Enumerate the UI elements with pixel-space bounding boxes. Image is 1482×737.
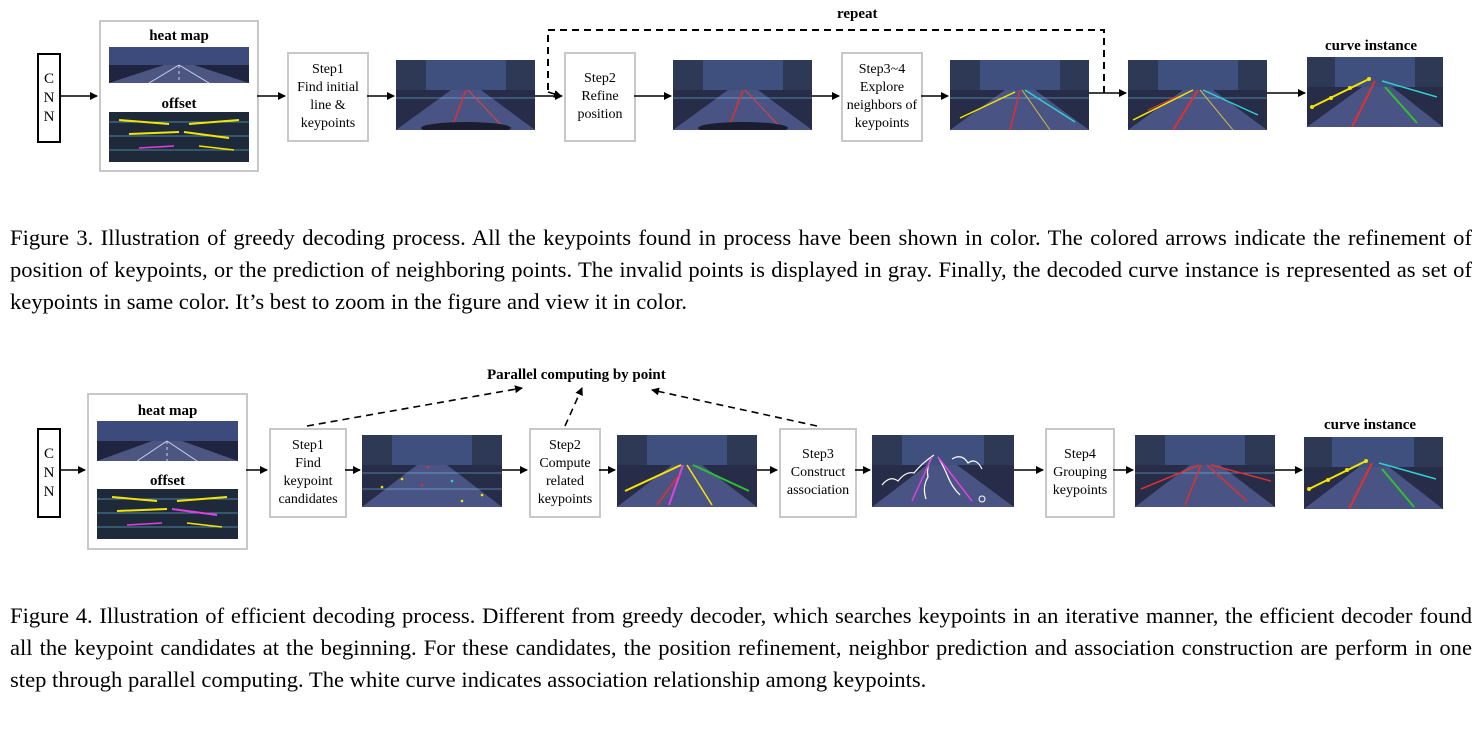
fig4-step3-box: Step3 Construct association: [779, 428, 857, 518]
fig3-curve-instance-label: curve instance: [1325, 38, 1418, 54]
fig4-step1-line: Step1: [292, 438, 324, 453]
fig3-offset-image: [109, 112, 249, 162]
fig3-step2-line: position: [577, 107, 623, 122]
fig4-step2-line: Step2: [549, 438, 581, 453]
fig3-step34-box: Step3~4 Explore neighbors of keypoints: [841, 52, 923, 142]
fig4-offset-image: [97, 489, 238, 539]
fig3-caption: Figure 3. Illustration of greedy decodin…: [10, 225, 1472, 314]
fig4-step4-line: Step4: [1064, 447, 1096, 462]
fig4-parallel-arrow: [651, 387, 818, 427]
fig3-step34-line: Explore: [859, 80, 905, 95]
fig4-heat-map-image: [97, 421, 238, 461]
fig3-output-panel: heat map offset: [99, 20, 259, 172]
fig3-step2-box: Step2 Refine position: [564, 52, 636, 142]
fig3-cnn-letter: C: [43, 70, 54, 87]
fig4-offset-label: offset: [150, 473, 185, 489]
fig4-heat-map-label: heat map: [137, 403, 198, 419]
fig3-curve-instance-image: [1307, 57, 1443, 127]
fig3-heat-map-label: heat map: [149, 28, 209, 44]
fig3-step34-line: Step3~4: [858, 62, 906, 77]
fig3-step2-line: Step2: [584, 71, 616, 86]
fig4-cnn-letter: N: [43, 483, 55, 500]
fig3-step34-line: keypoints: [854, 116, 910, 131]
fig3-repeat-label: repeat: [837, 6, 878, 22]
fig4-curve-instance-image: [1304, 437, 1443, 509]
fig4-caption: Figure 4. Illustration of efficient deco…: [10, 603, 1472, 692]
fig4-road-image-1: [362, 435, 502, 507]
fig4-road-image-2: [617, 435, 757, 507]
fig3-step1-box: Step1 Find initial line & keypoints: [287, 52, 369, 142]
fig3-offset-label: offset: [161, 96, 197, 112]
fig4-cnn-letter: N: [43, 464, 55, 481]
fig4-step4-box: Step4 Grouping keypoints: [1045, 428, 1115, 518]
fig4-output-panel: heat map offset: [87, 393, 248, 550]
fig3-road-image-3: [950, 60, 1089, 130]
fig4-step3-line: Construct: [790, 465, 846, 480]
fig4-step4-line: keypoints: [1052, 483, 1108, 498]
fig4-step1-box: Step1 Find keypoint candidates: [269, 428, 347, 518]
fig4-road-image-3: [872, 435, 1014, 507]
fig3-step34-line: neighbors of: [846, 98, 918, 113]
fig3-repeat-arrow: [547, 90, 562, 98]
fig3-cnn-letter: N: [43, 89, 55, 106]
fig3-step1-line: line &: [310, 98, 346, 113]
fig4-parallel-arrow: [564, 387, 583, 427]
fig3-step1-line: Step1: [312, 62, 344, 77]
fig4-step1-line: Find: [295, 456, 321, 471]
fig3-road-image-1: [396, 60, 535, 130]
fig4-road-image-4: [1135, 435, 1275, 507]
fig4-step1-line: candidates: [278, 492, 338, 507]
fig4-parallel-arrow: [306, 385, 523, 427]
fig4-parallel-label: Parallel computing by point: [487, 367, 666, 383]
fig4-curve-instance-label: curve instance: [1324, 417, 1417, 433]
fig4-step2-line: related: [545, 474, 585, 489]
fig3-road-image-4: [1128, 60, 1267, 130]
fig4-cnn-letter: C: [43, 445, 54, 462]
fig4-step2-line: Compute: [539, 456, 591, 471]
fig4-step4-line: Grouping: [1053, 465, 1107, 480]
fig3-step2-line: Refine: [581, 89, 619, 104]
fig4-step3-line: association: [786, 483, 850, 498]
fig4-step3-line: Step3: [802, 447, 834, 462]
fig3-cnn-letter: N: [43, 108, 55, 125]
fig3-step1-line: Find initial: [297, 80, 359, 95]
fig4-step2-line: keypoints: [537, 492, 593, 507]
fig4-step1-line: keypoint: [283, 474, 333, 489]
fig4-cnn-box: C N N: [37, 428, 61, 518]
fig4-step2-box: Step2 Compute related keypoints: [529, 428, 601, 518]
fig3-heat-map-image: [109, 47, 249, 83]
fig3-step1-line: keypoints: [300, 116, 356, 131]
fig3-road-image-2: [673, 60, 812, 130]
fig3-cnn-box: C N N: [37, 53, 61, 143]
